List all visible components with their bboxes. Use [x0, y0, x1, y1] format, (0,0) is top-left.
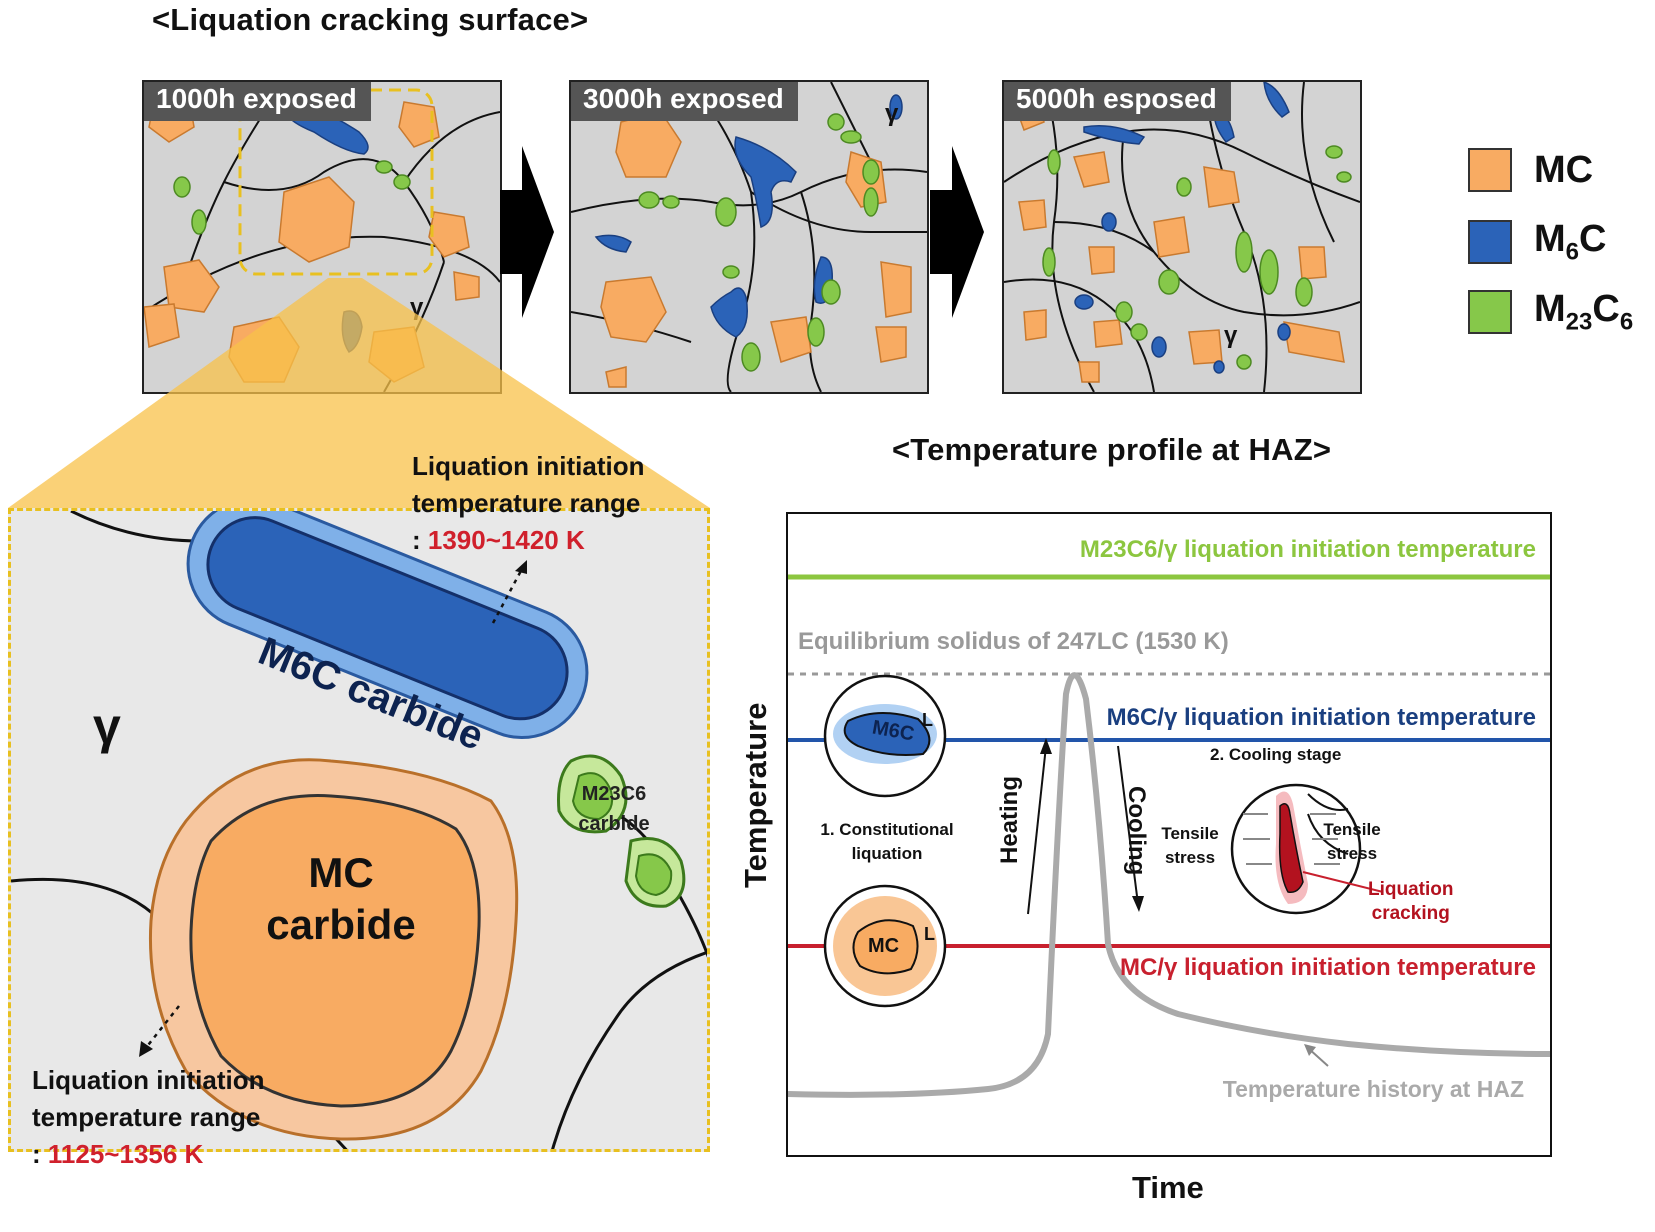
cooling-label: Cooling [1123, 786, 1150, 876]
top-title: <Liquation cracking surface> [152, 2, 589, 37]
tensile-left-line1: Tensile [1161, 824, 1219, 843]
zoom-panel: γ M6C carbide MC carbide M23C6 carbide [8, 508, 710, 1152]
chart-title: <Temperature profile at HAZ> [892, 432, 1332, 467]
temperature-profile-svg [788, 574, 1550, 1098]
mc-carbide-line2: carbide [266, 901, 416, 948]
legend-label-mc: MC [1534, 148, 1594, 191]
microstructure-3000h [571, 82, 927, 392]
legend-m6c: M6C [1468, 218, 1606, 267]
stage1-line2: liquation [851, 844, 923, 863]
tensile-left-label: Tensile stress [1150, 822, 1230, 870]
stage2-label: 2. Cooling stage [1210, 745, 1342, 764]
mc-carbide-line1: MC [308, 849, 374, 896]
mc-carbide-label: MC carbide [241, 847, 441, 951]
panel-3000h: 3000h exposed γ [569, 80, 929, 394]
m23c6-carbide-label: M23C6 carbide [559, 779, 669, 839]
liquation-cracking-label: Liquation cracking [1368, 878, 1453, 926]
tensile-right-line1: Tensile [1323, 820, 1381, 839]
m23c6-line1: M23C6 [581, 783, 647, 805]
tensile-left-line2: stress [1164, 848, 1216, 867]
m23c6-line2: carbide [578, 813, 650, 835]
legend-label-m6c: M6C [1534, 218, 1607, 266]
chart-xlabel: Time [1132, 1170, 1204, 1205]
tensile-right-label: Tensile stress [1312, 818, 1392, 866]
legend-m23c6: M23C6 [1468, 288, 1633, 337]
legend-label-m23c6: M23C6 [1534, 288, 1634, 336]
stage1-label: 1. Constitutional liquation [802, 818, 972, 866]
crack-line1: Liquation [1368, 879, 1454, 900]
gamma-label-3: γ [1224, 322, 1238, 349]
circle-mc-label: MC [868, 935, 900, 957]
mc-range-line2: temperature range [32, 1102, 261, 1132]
panel-label-1000h: 1000h exposed [144, 82, 371, 121]
mc-range-line1: Liquation initiation [32, 1065, 265, 1095]
tensile-right-line2: stress [1326, 844, 1378, 863]
m6c-range-line1: Liquation initiation [412, 451, 645, 481]
zoom-connector [8, 278, 710, 508]
panel-label-3000h: 3000h exposed [571, 82, 798, 121]
m6c-line-label: M6C/γ liquation initiation temperature [1106, 704, 1536, 731]
mc-range-annotation: Liquation initiation temperature range :… [32, 1062, 265, 1173]
legend-swatch-m6c [1468, 220, 1512, 265]
right-arrow-icon [930, 146, 984, 318]
legend-swatch-m23c6 [1468, 290, 1512, 335]
mc-range-value: 1125~1356 K [47, 1139, 204, 1169]
m6c-range-annotation: Liquation initiation temperature range :… [412, 448, 645, 559]
stage1-line1: 1. Constitutional [820, 820, 954, 839]
microstructure-5000h [1004, 82, 1360, 392]
heating-label: Heating [996, 775, 1023, 864]
curve-label: Temperature history at HAZ [1222, 1076, 1524, 1102]
panel-5000h: 5000h esposed γ [1002, 80, 1362, 394]
zoom-gamma-label: γ [93, 698, 121, 754]
mc-range-line3: : 1125~1356 K [32, 1139, 204, 1169]
panel-label-5000h: 5000h esposed [1004, 82, 1231, 121]
solidus-line-label: Equilibrium solidus of 247LC (1530 K) [798, 628, 1229, 655]
temperature-profile-chart: M23C6/γ liquation initiation temperature… [786, 512, 1552, 1157]
circle-L-1: L [922, 710, 933, 730]
gamma-label-2: γ [885, 100, 899, 127]
mc-line-label: MC/γ liquation initiation temperature [1119, 954, 1536, 981]
right-arrow-icon [500, 146, 554, 318]
m6c-range-line3: : 1390~1420 K [412, 525, 585, 555]
circle-L-2: L [924, 924, 935, 944]
zoom-illustration [11, 511, 707, 1149]
m6c-range-value: 1390~1420 K [427, 525, 585, 555]
panel-1000h: 1000h exposed γ [142, 80, 502, 394]
m23c6-line-label: M23C6/γ liquation initiation temperature [1079, 536, 1536, 563]
legend-swatch-mc [1468, 148, 1512, 192]
m6c-range-line2: temperature range [412, 488, 641, 518]
legend-mc: MC [1468, 148, 1593, 192]
crack-line2: cracking [1371, 903, 1450, 924]
chart-ylabel: Temperature [738, 702, 773, 889]
temperature-history-curve [788, 672, 1550, 1098]
